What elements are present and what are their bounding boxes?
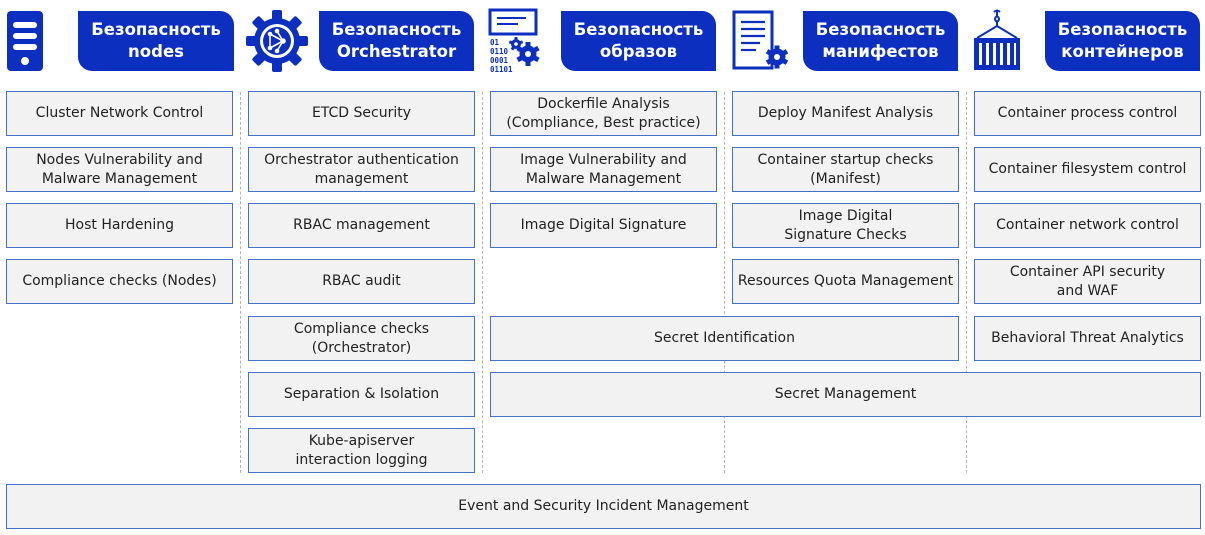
header-line: манифестов [822, 42, 939, 61]
box-label: (Compliance, Best practice) [506, 114, 701, 131]
header-manifests: Безопасность манифестов [803, 11, 958, 71]
code-line: 01101 [490, 65, 513, 74]
box-label: Signature Checks [784, 226, 907, 243]
column-divider [724, 92, 725, 473]
box-label: Compliance checks [293, 320, 430, 337]
box-label: Compliance checks (Nodes) [22, 273, 217, 289]
box-label: RBAC management [293, 217, 430, 233]
header-line: Безопасность [1057, 20, 1188, 39]
box-label: Dockerfile Analysis [537, 95, 670, 112]
box-label: (Manifest) [810, 170, 881, 187]
code-line: 01 [490, 38, 500, 47]
column-divider [966, 92, 967, 473]
box-label: Container filesystem control [988, 161, 1187, 177]
box-label: Malware Management [525, 170, 682, 187]
box-label: Container API security [1009, 263, 1166, 280]
manifest-document-gear-icon [732, 10, 789, 70]
box-label: Secret Management [774, 386, 917, 402]
box-label: Container process control [997, 105, 1178, 121]
box-label: Orchestrator authentication [264, 151, 459, 168]
box-nodes-vulnerability: Nodes Vulnerability and Malware Manageme… [6, 147, 233, 192]
box-container-process-control: Container process control [974, 91, 1201, 136]
image-code-gear-icon: 01 0110 0001 01101 [488, 8, 540, 74]
box-label: Event and Security Incident Management [458, 498, 749, 514]
box-container-api-security: Container API security and WAF [974, 259, 1201, 304]
box-kube-apiserver-logging: Kube-apiserver interaction logging [248, 428, 475, 473]
header-line: Безопасность [573, 20, 704, 39]
box-label: (Orchestrator) [311, 339, 412, 356]
box-label: Behavioral Threat Analytics [991, 330, 1184, 346]
box-orchestrator-auth: Orchestrator authentication management [248, 147, 475, 192]
box-label: and WAF [1056, 282, 1119, 299]
box-label: Image Vulnerability and [520, 151, 687, 168]
box-label: Container startup checks [757, 151, 934, 168]
header-containers: Безопасность контейнеров [1045, 11, 1200, 71]
box-compliance-orchestrator: Compliance checks (Orchestrator) [248, 316, 475, 361]
box-behavioral-threat-analytics: Behavioral Threat Analytics [974, 316, 1201, 361]
box-image-digital-signature: Image Digital Signature [490, 203, 717, 248]
box-label: management [314, 170, 409, 187]
box-cluster-network-control: Cluster Network Control [6, 91, 233, 136]
box-label: RBAC audit [322, 273, 401, 289]
box-event-incident-management: Event and Security Incident Management [6, 484, 1201, 529]
box-label: interaction logging [295, 451, 428, 468]
box-separation-isolation: Separation & Isolation [248, 372, 475, 417]
orchestrator-gear-icon [246, 10, 308, 72]
box-label: Host Hardening [65, 217, 174, 233]
box-host-hardening: Host Hardening [6, 203, 233, 248]
box-label: Deploy Manifest Analysis [757, 105, 934, 121]
box-image-signature-checks: Image Digital Signature Checks [732, 203, 959, 248]
box-secret-identification: Secret Identification [490, 316, 959, 361]
header-line: контейнеров [1061, 42, 1184, 61]
box-label: Cluster Network Control [35, 105, 204, 121]
box-label: Malware Management [41, 170, 198, 187]
code-line: 0110 [490, 47, 509, 56]
column-divider [240, 92, 241, 473]
box-label: Separation & Isolation [283, 386, 440, 402]
box-secret-management: Secret Management [490, 372, 1201, 417]
box-deploy-manifest-analysis: Deploy Manifest Analysis [732, 91, 959, 136]
box-label: ETCD Security [311, 105, 412, 121]
header-nodes: Безопасность nodes [78, 11, 234, 71]
box-label: Image Digital [798, 207, 893, 224]
header-line: nodes [128, 42, 184, 61]
header-line: Безопасность [91, 20, 221, 39]
box-resources-quota: Resources Quota Management [732, 259, 959, 304]
box-label: Container network control [996, 217, 1179, 233]
box-image-vulnerability: Image Vulnerability and Malware Manageme… [490, 147, 717, 192]
box-rbac-management: RBAC management [248, 203, 475, 248]
box-etcd-security: ETCD Security [248, 91, 475, 136]
box-container-network-control: Container network control [974, 203, 1201, 248]
box-rbac-audit: RBAC audit [248, 259, 475, 304]
header-orchestrator: Безопасность Orchestrator [319, 11, 474, 71]
box-label: Kube-apiserver [308, 432, 415, 449]
header-images: Безопасность образов [561, 11, 716, 71]
server-icon [7, 11, 43, 71]
header-line: образов [599, 42, 678, 61]
box-container-filesystem-control: Container filesystem control [974, 147, 1201, 192]
shipping-container-icon [974, 9, 1020, 70]
code-line: 0001 [490, 56, 509, 65]
header-line: Безопасность [815, 20, 946, 39]
box-label: Resources Quota Management [737, 273, 954, 289]
header-line: Orchestrator [336, 42, 457, 61]
box-label: Nodes Vulnerability and [36, 151, 203, 168]
box-label: Secret Identification [654, 330, 795, 346]
box-compliance-nodes: Compliance checks (Nodes) [6, 259, 233, 304]
column-divider [482, 92, 483, 473]
box-label: Image Digital Signature [520, 217, 687, 233]
box-container-startup-checks: Container startup checks (Manifest) [732, 147, 959, 192]
header-line: Безопасность [331, 20, 462, 39]
box-dockerfile-analysis: Dockerfile Analysis (Compliance, Best pr… [490, 91, 717, 136]
